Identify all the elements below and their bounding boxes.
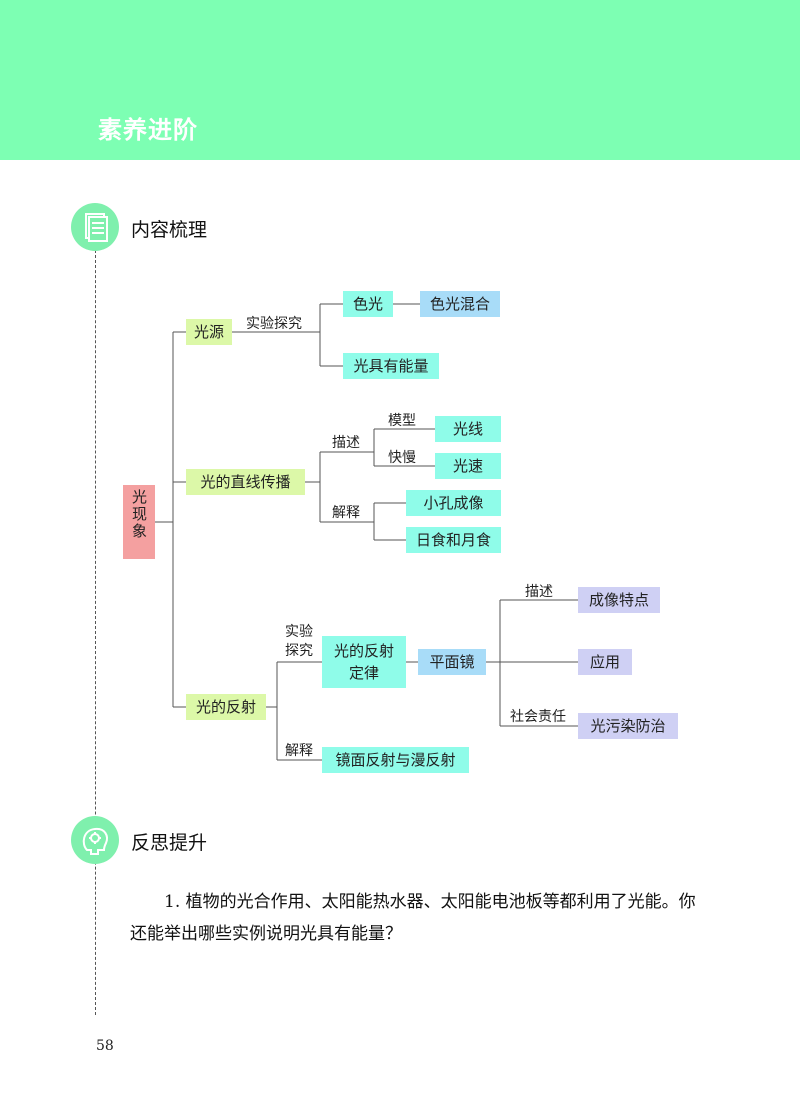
node-straight-propagation: 光的直线传播: [186, 469, 305, 495]
node-plane-mirror: 平面镜: [418, 649, 486, 675]
node-reflection-law: 光的反射 定律: [322, 636, 406, 688]
label-explain: 解释: [332, 505, 360, 521]
node-reflection: 光的反射: [186, 694, 266, 720]
reflection-law-line2: 定律: [348, 664, 379, 682]
label-model: 模型: [388, 413, 416, 429]
node-color-mixing: 色光混合: [420, 291, 500, 317]
node-pinhole-imaging: 小孔成像: [406, 490, 501, 516]
label-speed: 快慢: [388, 450, 416, 466]
label-reflection-experiment-1: 实验: [285, 624, 313, 640]
label-describe: 描述: [332, 435, 360, 451]
node-light-pollution: 光污染防治: [578, 713, 678, 739]
node-color-light: 色光: [343, 291, 393, 317]
page-number: 58: [96, 1038, 114, 1054]
header-banner: 素养进阶: [0, 0, 800, 160]
label-social-responsibility: 社会责任: [510, 709, 566, 725]
dotted-guide-line: [95, 245, 96, 1015]
mindmap-root: 光现象: [123, 485, 155, 559]
node-image-features: 成像特点: [578, 587, 660, 613]
node-light-speed: 光速: [435, 453, 501, 479]
document-icon: [71, 203, 119, 251]
section-title-reflection: 反思提升: [131, 832, 208, 854]
node-specular-diffuse: 镜面反射与漫反射: [322, 747, 469, 773]
section-title-content: 内容梳理: [131, 219, 208, 241]
thinking-head-icon: [71, 816, 119, 864]
node-light-source: 光源: [186, 319, 232, 345]
label-source-experiment: 实验探究: [246, 316, 302, 332]
reflection-law-line1: 光的反射: [333, 642, 394, 660]
node-eclipse: 日食和月食: [406, 527, 501, 553]
banner-title: 素养进阶: [98, 115, 198, 144]
label-mirror-describe: 描述: [525, 584, 553, 600]
node-application: 应用: [578, 649, 632, 675]
node-light-energy: 光具有能量: [343, 353, 439, 379]
node-light-ray: 光线: [435, 416, 501, 442]
label-reflection-experiment-2: 探究: [285, 643, 313, 659]
question-paragraph: 1. 植物的光合作用、太阳能热水器、太阳能电池板等都利用了光能。你还能举出哪些实…: [130, 892, 696, 944]
label-reflection-explain: 解释: [285, 743, 313, 759]
